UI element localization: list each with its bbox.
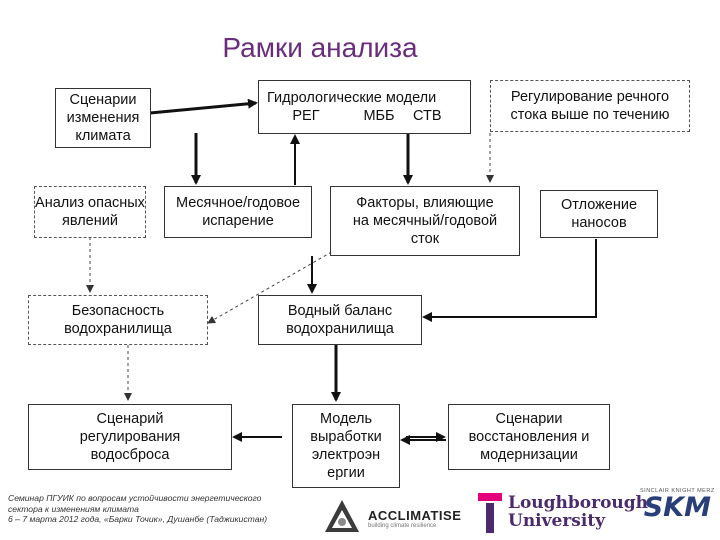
box-sedimentation: Отложение наносов bbox=[540, 190, 658, 238]
arrow-climate-to-hydro bbox=[149, 98, 258, 115]
footer-line-1: Семинар ПГУИК по вопросам устойчивости э… bbox=[8, 493, 262, 503]
box-hydrological-models: Гидрологические модели РЕГ МББ СТВ bbox=[258, 80, 471, 134]
skm-wordmark: SKM bbox=[643, 492, 711, 523]
hydro-model-list: РЕГ МББ СТВ bbox=[267, 107, 470, 125]
arrow-sediment-to-balance bbox=[422, 239, 597, 322]
page-title: Рамки анализа bbox=[222, 32, 418, 63]
box-runoff-factors: Факторы, влияющие на месячный/годовой ст… bbox=[330, 186, 520, 256]
box-power-model: Модель выработки электроэн ергии bbox=[292, 404, 400, 488]
acclimatise-emblem-icon bbox=[325, 500, 359, 532]
acclimatise-tagline: building climate resilience bbox=[368, 522, 437, 529]
footer-line-3: 6 – 7 марта 2012 года, «Барки Точик», Ду… bbox=[8, 514, 268, 525]
acclimatise-wordmark: ACCLIMATISE bbox=[368, 507, 462, 523]
hydro-model-mbb: МББ bbox=[363, 108, 395, 124]
box-rehab-scenarios: Сценарии восстановления и модернизации bbox=[448, 404, 610, 470]
skm-logo: SINCLAIR KNIGHT MERZ SKM bbox=[640, 488, 715, 521]
hydro-model-reg: РЕГ bbox=[292, 108, 320, 124]
footer-line-2: сектора к изменениям климата bbox=[8, 503, 139, 514]
loughborough-logo: Loughborough University bbox=[478, 493, 648, 533]
loughborough-emblem-icon bbox=[478, 493, 502, 533]
box-hazard-analysis: Анализ опасных явлений bbox=[34, 186, 146, 238]
acclimatise-logo: ACCLIMATISE building climate resilience bbox=[322, 498, 461, 538]
loughborough-wordmark-2: University bbox=[508, 511, 606, 531]
footer-seminar-info: Семинар ПГУИК по вопросам устойчивости э… bbox=[8, 493, 298, 525]
box-upstream-regulation: Регулирование речного стока выше по тече… bbox=[490, 80, 690, 132]
box-spillway-scenario: Сценарий регулирования водосброса bbox=[28, 404, 232, 470]
hydro-title: Гидрологические модели bbox=[267, 89, 437, 106]
loughborough-wordmark-1: Loughborough bbox=[508, 493, 649, 514]
skm-fullname: SINCLAIR KNIGHT MERZ bbox=[640, 488, 715, 494]
arrow-runoff-to-safety bbox=[207, 245, 343, 324]
hydro-model-stv: СТВ bbox=[413, 108, 442, 124]
box-water-balance: Водный баланс водохранилища bbox=[258, 295, 422, 345]
box-reservoir-safety: Безопасность водохранилища bbox=[28, 295, 208, 345]
box-evaporation: Месячное/годовое испарение bbox=[164, 186, 312, 238]
box-climate-scenarios: Сценарии изменения климата bbox=[55, 88, 151, 148]
